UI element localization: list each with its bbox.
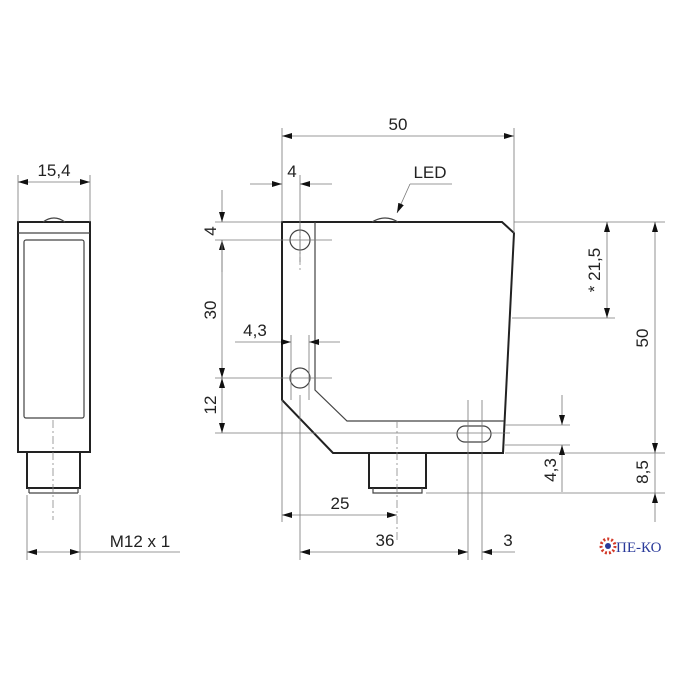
side-panel	[23, 239, 85, 419]
side-connector	[26, 452, 81, 489]
height-label: 50	[633, 329, 652, 348]
width-label: 50	[389, 115, 408, 134]
front-view: 50 4 LED 4 30 12 4,3 25	[201, 115, 665, 560]
hole-offset-label: 4	[287, 162, 296, 181]
front-body	[281, 221, 516, 454]
optical-axis-label: * 21,5	[585, 248, 604, 292]
side-body	[17, 221, 91, 453]
side-led-bump	[42, 217, 66, 223]
mounting-slot	[456, 425, 492, 443]
led-label: LED	[413, 163, 446, 182]
bottom-offset-label: 12	[201, 396, 220, 415]
logo-text: ПЕ-КО	[616, 540, 662, 556]
connector	[368, 453, 427, 489]
hole-spacing-label: 30	[201, 301, 220, 320]
hole-diameter-label: 4,3	[243, 321, 267, 340]
thread-label: M12 x 1	[110, 532, 170, 551]
slot-height-label: 4,3	[541, 458, 560, 482]
slot-bottom-label: 8,5	[633, 460, 652, 484]
company-logo: ПЕ-КО	[599, 537, 662, 556]
connector-offset-label: 25	[331, 494, 350, 513]
top-hole-label: 4	[201, 226, 220, 235]
side-view: 15,4 M12 x 1	[17, 161, 180, 560]
gear-icon	[599, 537, 617, 555]
slot-spacing-label: 36	[376, 531, 395, 550]
slot-width-label: 3	[503, 531, 512, 550]
side-width-label: 15,4	[37, 161, 70, 180]
led-bump	[371, 217, 399, 223]
mounting-flange	[314, 222, 504, 422]
